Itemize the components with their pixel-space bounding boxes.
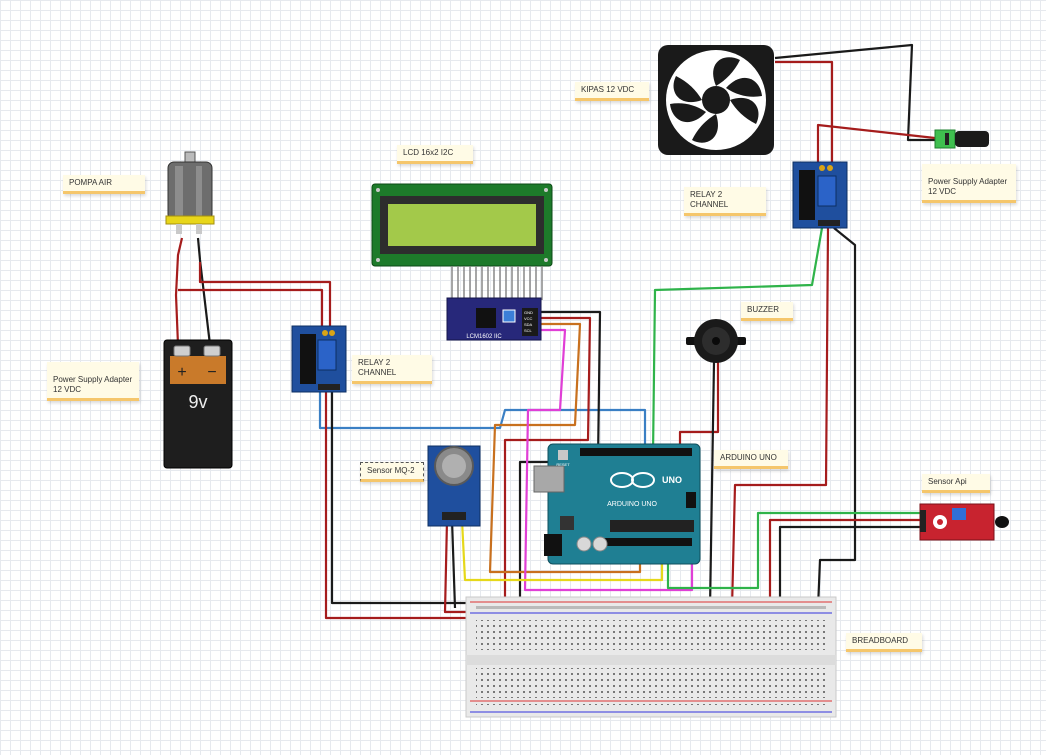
arduino-board-label: ARDUINO UNO — [607, 501, 657, 508]
label-arduino-text: ARDUINO UNO — [720, 453, 777, 462]
battery-voltage-label: 9v — [188, 392, 207, 412]
label-lcd-text: LCD 16x2 I2C — [403, 148, 454, 157]
label-relay-left[interactable]: RELAY 2 CHANNEL — [352, 355, 432, 384]
arduino-reset-label: RESET — [556, 462, 570, 467]
wire-relay-right-green — [651, 227, 824, 456]
breadboard — [465, 596, 837, 718]
label-pompa-air-text: POMPA AIR — [69, 178, 112, 187]
wire-flame-green — [666, 511, 920, 590]
arduino-uno-logo: UNO — [662, 475, 682, 485]
wire-pump-relay-red2 — [198, 262, 332, 330]
label-relay-right[interactable]: RELAY 2 CHANNEL — [684, 187, 766, 216]
label-power-supply-right-text: Power Supply Adapter 12 VDC — [928, 177, 1008, 196]
mq2-gas-sensor — [427, 445, 481, 527]
label-lcd[interactable]: LCD 16x2 I2C — [397, 145, 473, 164]
label-sensor-mq2-text: Sensor MQ-2 — [367, 466, 415, 475]
battery-9v: + − 9v — [163, 339, 233, 469]
wire-fan-black — [774, 43, 935, 142]
relay-left-module — [291, 325, 347, 393]
water-pump-motor — [165, 151, 215, 234]
wire-lcd-magenta — [523, 328, 694, 592]
i2c-pin-label-vcc: VCC — [524, 316, 533, 321]
label-pompa-air[interactable]: POMPA AIR — [63, 175, 145, 194]
label-sensor-mq2[interactable]: Sensor MQ-2 — [360, 462, 424, 482]
label-arduino[interactable]: ARDUINO UNO — [714, 450, 788, 469]
wire-fan-red2 — [816, 123, 936, 165]
breadboard-holes — [476, 606, 826, 709]
label-buzzer-text: BUZZER — [747, 305, 779, 314]
label-power-supply-right[interactable]: Power Supply Adapter 12 VDC — [922, 164, 1016, 203]
flame-sensor-module — [919, 503, 1009, 541]
label-relay-right-text: RELAY 2 CHANNEL — [690, 190, 729, 209]
label-kipas[interactable]: KIPAS 12 VDC — [575, 82, 649, 101]
i2c-pin-label-scl: SCL — [524, 328, 533, 333]
wire-flame-red — [768, 518, 920, 608]
label-power-supply-left-text: Power Supply Adapter 12 VDC — [53, 375, 133, 394]
i2c-pin-label-gnd: GND — [524, 310, 533, 315]
wire-relay-left-blue — [318, 392, 647, 455]
cooling-fan-12v — [658, 45, 774, 155]
i2c-pin-label-sda: SDA — [524, 322, 533, 327]
wire-relay-right-black — [816, 227, 857, 609]
label-sensor-api-text: Sensor Api — [928, 477, 967, 486]
lcd-header-pins — [451, 266, 543, 300]
wire-lcd-red — [503, 316, 592, 608]
lcd-16x2-display — [371, 183, 553, 300]
wire-buzzer-black — [708, 361, 716, 609]
wire-relay-right-red — [730, 227, 830, 609]
buzzer-component — [686, 319, 746, 363]
battery-minus-label: − — [207, 364, 216, 381]
wire-lcd-orange — [488, 322, 642, 574]
wire-pump-relay-red — [178, 288, 324, 330]
label-breadboard-text: BREADBOARD — [852, 636, 909, 645]
battery-plus-label: + — [177, 364, 186, 381]
wire-flame-black — [778, 525, 920, 608]
wire-pump-black — [196, 237, 212, 346]
label-power-supply-left[interactable]: Power Supply Adapter 12 VDC — [47, 362, 139, 401]
wire-pump-red — [174, 237, 184, 346]
label-relay-left-text: RELAY 2 CHANNEL — [358, 358, 397, 377]
label-kipas-text: KIPAS 12 VDC — [581, 85, 635, 94]
arduino-uno-board: UNO ARDUINO UNO RESET — [533, 443, 701, 565]
dc-power-jack — [934, 129, 989, 149]
wire-mq2-black — [450, 519, 457, 609]
label-breadboard[interactable]: BREADBOARD — [846, 633, 922, 652]
wire-fan-red — [775, 60, 834, 165]
wire-mq2-yellow — [460, 519, 664, 582]
relay-right-module — [792, 161, 848, 229]
label-sensor-api[interactable]: Sensor Api — [922, 474, 990, 493]
i2c-lcm1602-module: LCM1602 IIC — [446, 297, 542, 341]
label-buzzer[interactable]: BUZZER — [741, 302, 793, 321]
i2c-module-label: LCM1602 IIC — [466, 334, 502, 340]
